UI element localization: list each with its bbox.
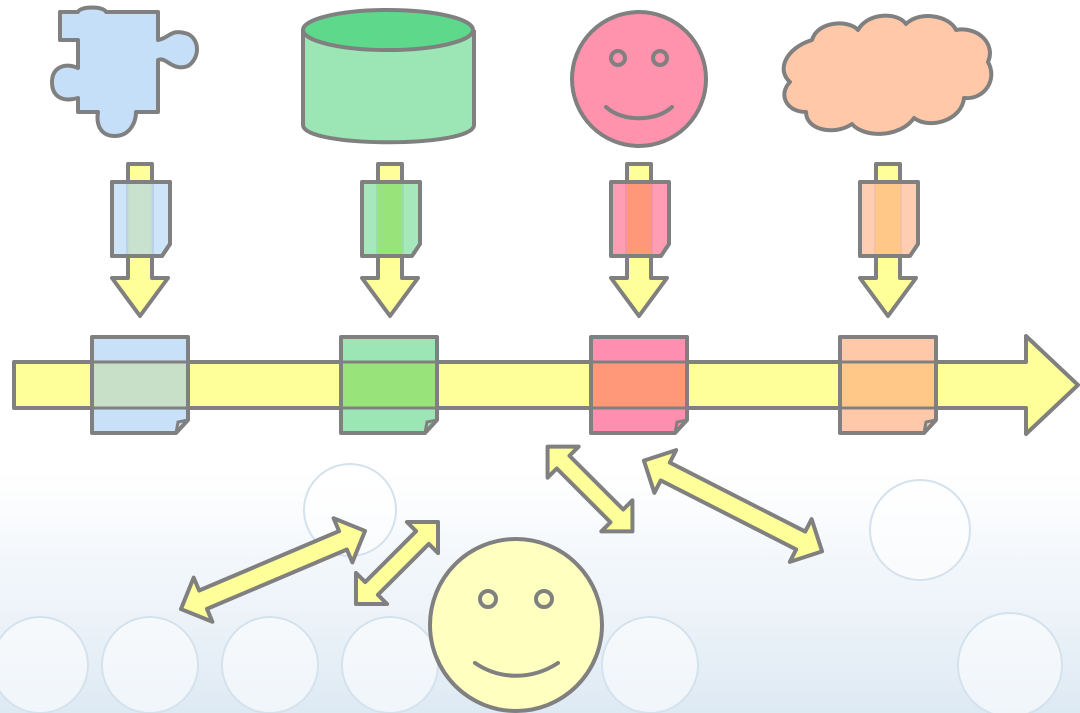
down-arrow-4 <box>858 162 920 318</box>
double-arrow-event-to-right <box>641 448 825 564</box>
down-arrow-3 <box>609 162 671 318</box>
timeline-event-3 <box>589 335 689 435</box>
database-cylinder-icon <box>301 8 476 145</box>
double-arrow-user-to-left <box>178 516 368 624</box>
cloud-icon <box>781 13 994 136</box>
timeline-event-2 <box>339 335 439 435</box>
double-arrow-user-to-event <box>545 444 635 534</box>
background-watermark <box>0 463 1080 713</box>
down-arrow-2 <box>360 162 422 318</box>
timeline-event-4 <box>838 335 938 435</box>
down-arrow-1 <box>110 162 172 318</box>
double-arrow-user-short <box>353 519 441 607</box>
puzzle-piece-icon <box>50 5 199 138</box>
user-smiley-icon <box>428 537 604 713</box>
smiley-face-icon <box>570 10 708 148</box>
timeline-event-1 <box>90 335 190 435</box>
